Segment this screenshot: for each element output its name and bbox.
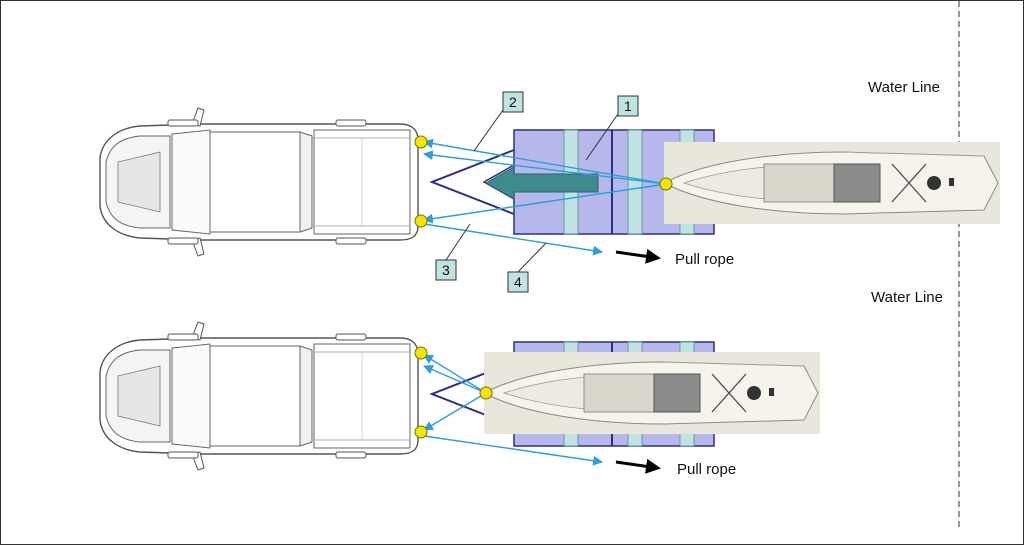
anchor-point — [660, 178, 672, 190]
kayak-top — [664, 142, 1000, 224]
anchor-point — [480, 387, 492, 399]
pull-rope-label-top: Pull rope — [675, 251, 734, 268]
callout-1-label: 1 — [624, 98, 632, 114]
pickup-truck-bottom — [100, 322, 418, 470]
anchor-point — [415, 426, 427, 438]
pull-rope-label-bottom: Pull rope — [677, 461, 736, 478]
pull-arrow — [616, 462, 658, 468]
anchor-point — [415, 136, 427, 148]
callout-4: 4 — [508, 243, 546, 292]
water-line-label-top: Water Line — [868, 79, 940, 96]
callout-4-label: 4 — [514, 274, 522, 290]
pull-arrow — [616, 252, 658, 258]
scene-top: Pull rope 1 2 3 4 — [100, 92, 1000, 292]
callout-2-label: 2 — [509, 94, 517, 110]
callout-3: 3 — [436, 224, 470, 280]
callout-3-label: 3 — [442, 262, 450, 278]
anchor-point — [415, 347, 427, 359]
scene-bottom: Pull rope — [100, 322, 820, 478]
water-line-label-bottom: Water Line — [871, 289, 943, 306]
pickup-truck-top — [100, 108, 418, 256]
anchor-point — [415, 215, 427, 227]
kayak-bottom — [484, 352, 820, 434]
